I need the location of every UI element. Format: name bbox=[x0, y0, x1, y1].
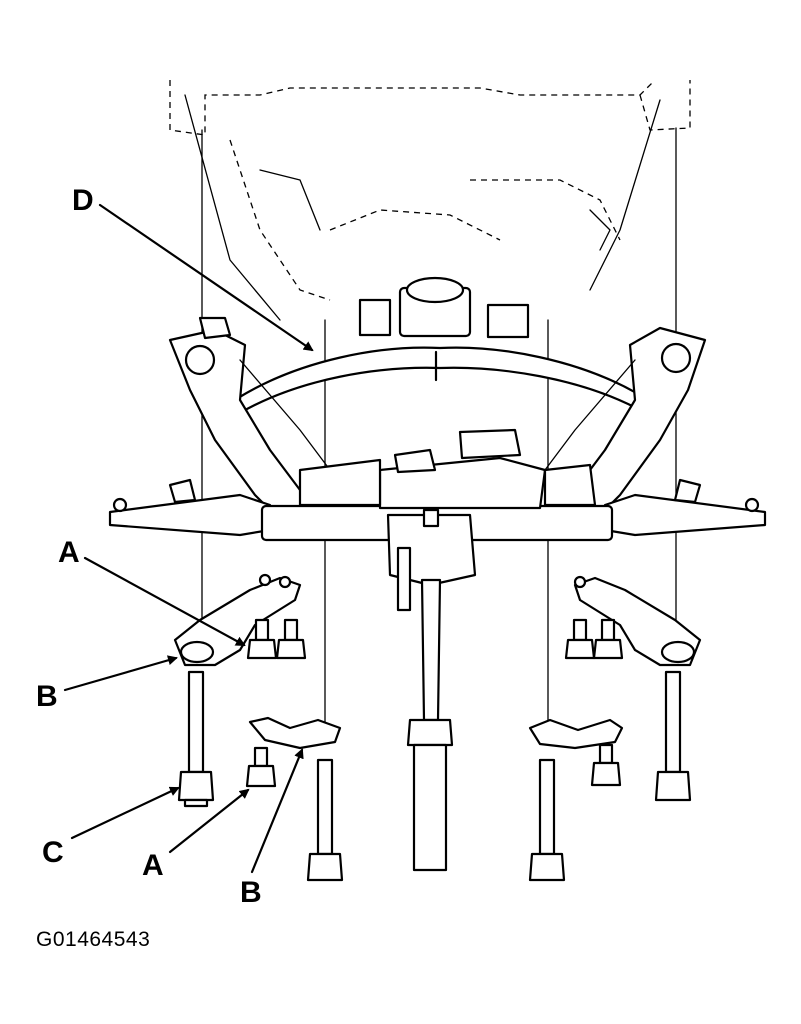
long-bolt bbox=[528, 758, 566, 882]
differential-mount bbox=[358, 276, 530, 339]
bolt bbox=[590, 743, 622, 787]
leader-a-upper bbox=[83, 556, 246, 647]
callout-a-upper: A bbox=[58, 536, 80, 569]
lower-brackets bbox=[248, 716, 624, 750]
long-bolt-c bbox=[177, 670, 215, 808]
right-bracket-upper bbox=[573, 575, 702, 667]
cross-tube bbox=[236, 346, 642, 416]
lower-lateral-links bbox=[108, 478, 767, 537]
callout-d: D bbox=[72, 184, 94, 217]
long-bolts bbox=[177, 670, 692, 882]
callout-a-lower: A bbox=[142, 849, 164, 882]
small-bolts-lower bbox=[245, 743, 622, 788]
leader-c bbox=[70, 786, 180, 840]
small-bolts-upper bbox=[246, 618, 624, 660]
leader-b-lower bbox=[250, 748, 304, 874]
bolt bbox=[275, 618, 307, 660]
leader-b-upper bbox=[63, 655, 178, 692]
leader-a-lower bbox=[168, 788, 250, 854]
long-bolt bbox=[306, 758, 344, 882]
propeller-shaft bbox=[386, 508, 477, 872]
bolt bbox=[245, 746, 277, 788]
callout-c: C bbox=[42, 836, 64, 869]
vehicle-body-outline bbox=[169, 79, 691, 321]
leader-lines bbox=[63, 203, 314, 874]
leader-d bbox=[98, 203, 314, 352]
long-bolt bbox=[654, 670, 692, 802]
figure-id: G01464543 bbox=[36, 928, 151, 951]
left-bracket-upper bbox=[173, 573, 302, 667]
callout-b-upper: B bbox=[36, 680, 58, 713]
bolt bbox=[592, 618, 624, 660]
bolt bbox=[246, 618, 278, 660]
callout-b-lower: B bbox=[240, 876, 262, 909]
bolt bbox=[564, 618, 596, 660]
